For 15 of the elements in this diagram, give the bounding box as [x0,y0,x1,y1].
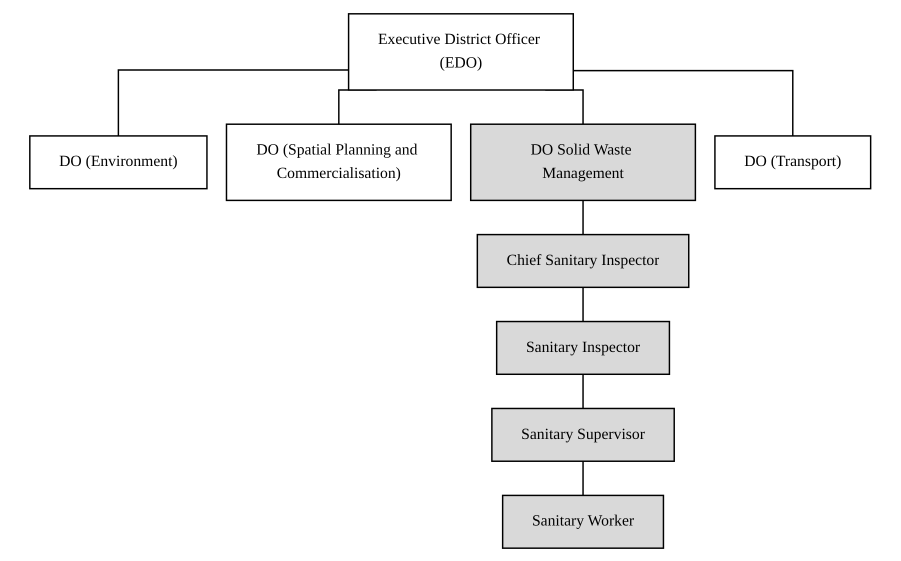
node-box: DO (Environment) [29,134,208,189]
node-box: DO Solid Waste Management [470,122,696,201]
node-box: DO (Transport) [714,134,872,189]
node-box: DO (Spatial Planning and Commercialisation) [226,122,452,201]
connector [582,199,584,234]
connector [582,286,584,322]
node-box: Sanitary Supervisor [491,407,676,462]
node-box: Sanitary Inspector [496,320,670,375]
node-box: Sanitary Worker [502,494,664,548]
node-box: Chief Sanitary Inspector [476,233,690,288]
node-box: Executive District Officer (EDO) [348,12,574,90]
connector [574,69,794,136]
connector [582,460,584,495]
connector [582,373,584,408]
connector [118,68,349,136]
